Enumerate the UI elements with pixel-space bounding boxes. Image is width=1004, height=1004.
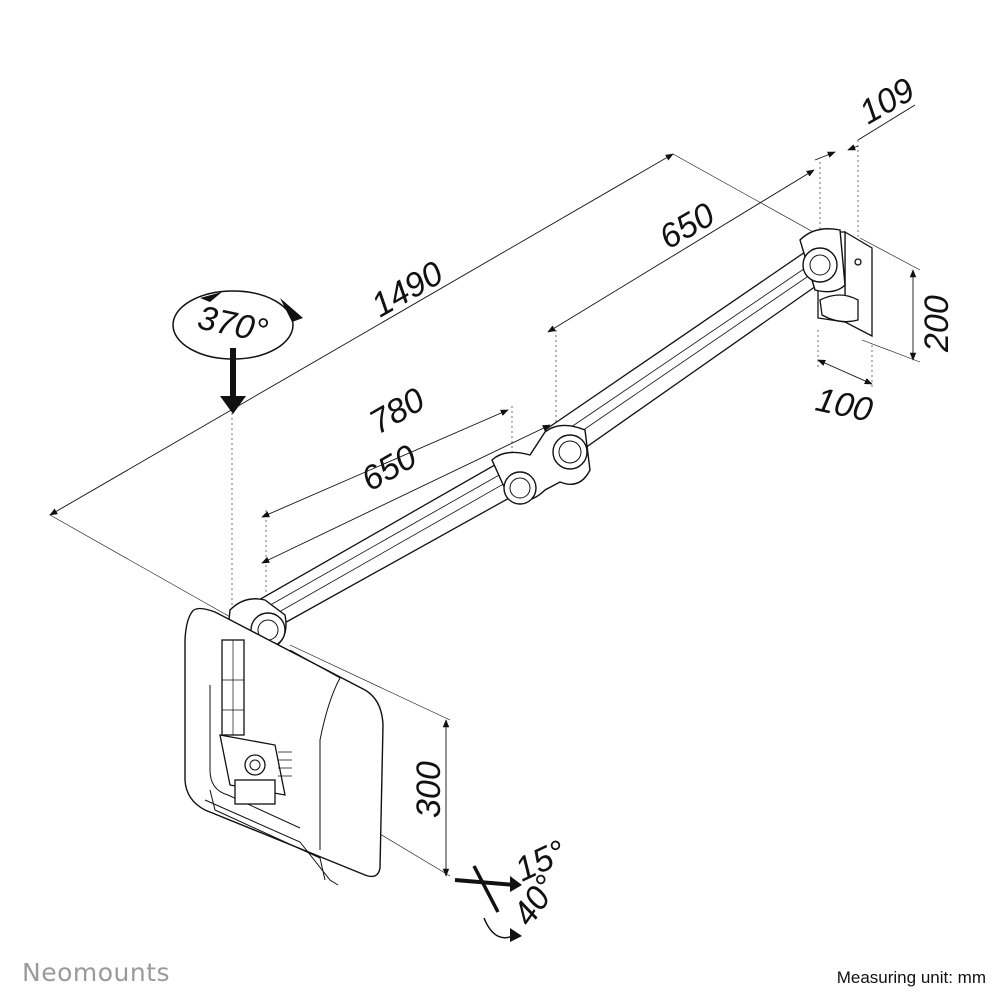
label-inner-arm: 650	[355, 438, 423, 499]
label-swivel: 370°	[194, 299, 271, 351]
label-mid-reach: 780	[363, 381, 431, 442]
measuring-unit-note: Measuring unit: mm	[836, 968, 986, 987]
upper-arm	[543, 249, 838, 456]
monitor	[184, 607, 384, 886]
brand-logo-text: Neomounts	[22, 958, 171, 987]
label-tilt-down: 40°	[505, 869, 566, 933]
label-outer-arm: 650	[653, 196, 721, 257]
label-wall-depth: 109	[853, 71, 921, 132]
label-wall-height: 200	[918, 295, 956, 353]
pole	[221, 639, 245, 736]
tilt-indicator	[454, 865, 522, 942]
label-wall-width: 100	[812, 381, 875, 430]
wall-joint	[799, 228, 846, 293]
label-total-reach: 1490	[365, 254, 450, 325]
tilt-head	[219, 734, 292, 805]
middle-joint	[491, 424, 591, 505]
label-screen-height: 300	[410, 761, 448, 818]
swivel-indicator	[172, 290, 303, 414]
dimension-lines	[49, 104, 921, 877]
